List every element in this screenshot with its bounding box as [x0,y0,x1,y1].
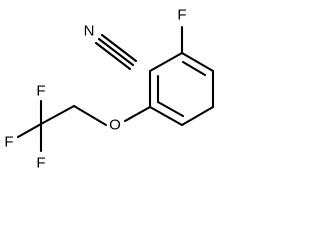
molecule-structure-drawing: N F O F F F [4,7,215,172]
ring-bond-c2-c3 [180,51,215,73]
bond-ring-to-oxygen [123,105,152,123]
trifluoro-f-lower-label: F [36,155,45,172]
bond-ch2-to-cf3 [39,104,76,126]
ring-inner-bond-c5-c6 [156,100,185,118]
benzene-ring [148,51,215,127]
ether-oxygen-label: O [109,117,121,134]
bond-cf3-to-f-left [16,122,43,139]
trifluoro-f-upper-label: F [36,83,45,100]
ring-bond-c4-c5 [180,105,215,127]
bond-oxygen-to-ch2 [72,104,108,127]
nitrile-nitrogen-label: N [84,23,95,40]
nitrile-triple-bond [94,33,138,71]
ring-bond-c5-c6 [148,105,184,127]
ring-fluorine-label: F [177,7,186,24]
trifluoro-f-left-label: F [4,134,13,151]
ring-inner-bond-c2-c3 [181,60,207,77]
ring-bond-c1-c2 [148,51,184,73]
